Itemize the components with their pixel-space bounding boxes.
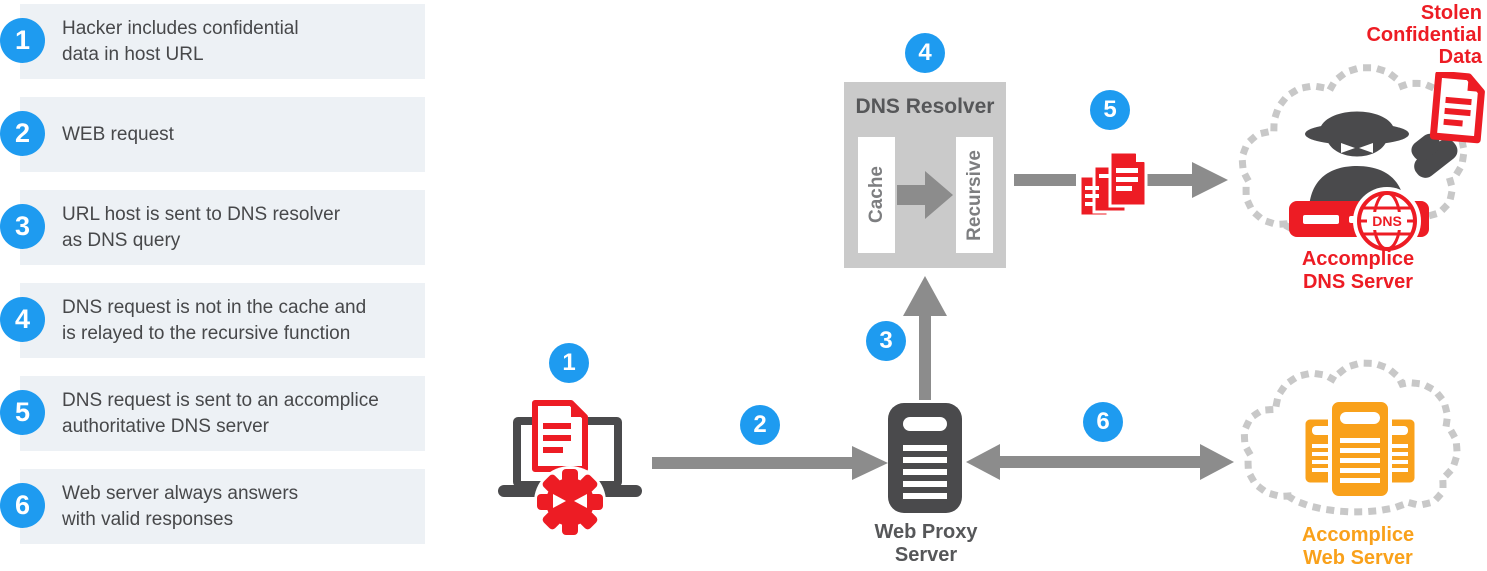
cache-box: Cache: [858, 137, 895, 253]
accomplice-web-server-label: Accomplice Web Server: [1301, 524, 1415, 569]
accomplice-dns-server-label: Accomplice DNS Server: [1301, 248, 1415, 293]
web-request-arrow: [652, 446, 888, 480]
hacker-spy-icon: [1305, 111, 1409, 208]
step-panel-1: Hacker includes confidential data in hos…: [20, 4, 425, 79]
hand-with-document-icon: [1411, 72, 1485, 178]
step-text: authoritative DNS server: [62, 415, 269, 437]
hand-icon: [1411, 133, 1458, 178]
spy-eye: [1341, 143, 1355, 153]
marker-1: 1: [549, 343, 589, 383]
step-panel-6: Web server always answers with valid res…: [20, 469, 425, 544]
infected-laptop-icon: [498, 400, 642, 538]
step-number-badge-6: 6: [0, 483, 45, 528]
step-text: Hacker includes confidential: [62, 17, 299, 39]
recursive-label: Recursive: [963, 149, 985, 241]
malware-eye: [553, 494, 566, 508]
step-number-badge-4: 4: [0, 297, 45, 342]
marker-5: 5: [1090, 90, 1130, 130]
marker-2: 2: [740, 405, 780, 445]
marker-6: 6: [1083, 402, 1123, 442]
dns-resolver-box: DNS Resolver Cache Recursive: [844, 82, 1006, 268]
step-number-badge-1: 1: [0, 18, 45, 63]
step-text: with valid responses: [62, 508, 234, 530]
web-servers-icon: [1302, 398, 1418, 500]
step-text: WEB request: [62, 123, 174, 145]
step-panel-2: WEB request: [20, 97, 425, 172]
dns-query-arrow: [903, 276, 947, 400]
step-text: data in host URL: [62, 43, 204, 65]
dns-resolver-title: DNS Resolver: [855, 95, 995, 118]
malware-eye: [574, 494, 587, 508]
step-panel-4: DNS request is not in the cache and is r…: [20, 283, 425, 358]
malware-gear-icon: [534, 466, 606, 538]
web-proxy-server-label: Web Proxy Server: [874, 521, 978, 566]
step-number-badge-3: 3: [0, 204, 45, 249]
cache-to-recursive-arrow-icon: [897, 171, 953, 219]
step-text: DNS request is sent to an accomplice: [62, 389, 379, 411]
marker-4: 4: [905, 33, 945, 73]
stolen-data-label: Stolen Confidential Data: [1366, 2, 1482, 68]
web-proxy-server-icon: [888, 403, 962, 513]
step-text: URL host is sent to DNS resolver: [62, 203, 341, 225]
accomplice-dns-cloud: [1239, 64, 1467, 236]
marker-3: 3: [866, 321, 906, 361]
step-panel-3: URL host is sent to DNS resolver as DNS …: [20, 190, 425, 265]
step-text: DNS request is not in the cache and: [62, 296, 367, 318]
stolen-documents-stack-icon: [1076, 150, 1148, 218]
recursive-box: Recursive: [956, 137, 993, 253]
step-text: is relayed to the recursive function: [62, 322, 351, 344]
spy-eye: [1359, 143, 1373, 153]
step-number-badge-5: 5: [0, 390, 45, 435]
step-panel-5: DNS request is sent to an accomplice aut…: [20, 376, 425, 451]
step-number-badge-2: 2: [0, 111, 45, 156]
accomplice-web-cloud: [1241, 359, 1461, 516]
stolen-document-icon: [1429, 72, 1485, 144]
cache-label: Cache: [865, 166, 887, 224]
confidential-document-icon: [532, 400, 588, 472]
dns-globe-icon: DNS: [1353, 187, 1421, 255]
step-text: as DNS query: [62, 229, 181, 251]
valid-response-arrow: [966, 444, 1234, 480]
step-text: Web server always answers: [62, 482, 299, 504]
spy-hat-brim: [1305, 123, 1409, 145]
dns-globe-label: DNS: [1372, 213, 1402, 229]
